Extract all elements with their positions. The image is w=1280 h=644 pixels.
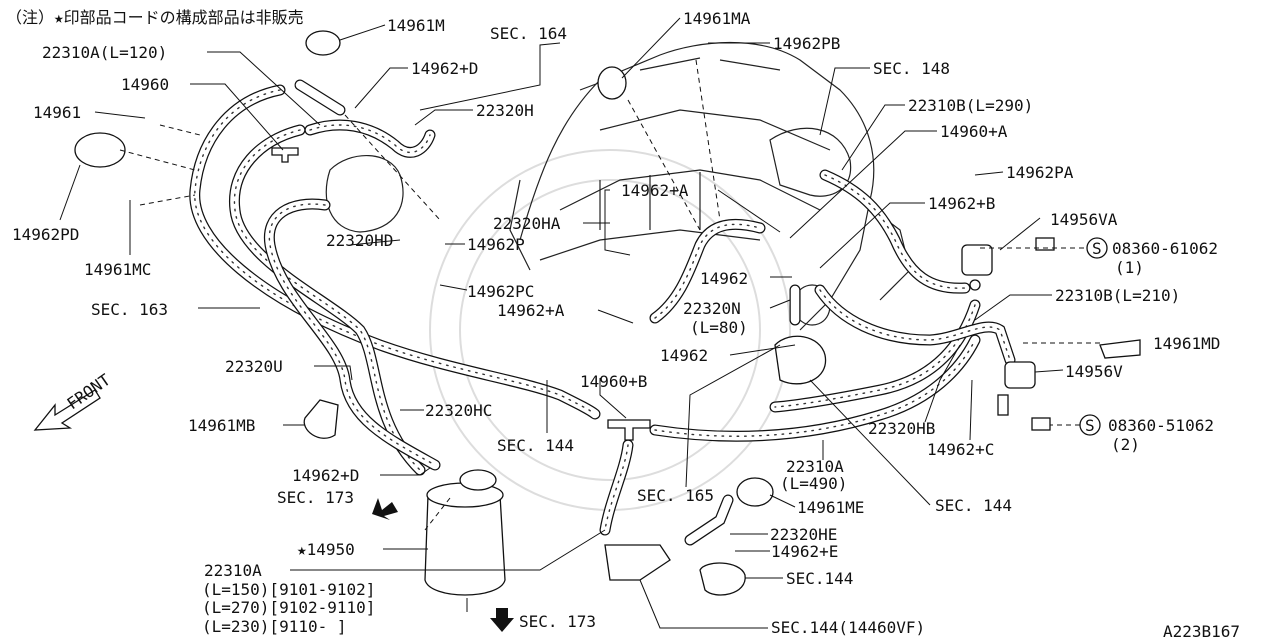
label-22320HA: 22320HA (493, 214, 561, 233)
label-22310B-290: 22310B(L=290) (908, 96, 1033, 115)
label-sec144-c: SEC.144 (786, 569, 853, 588)
label-22320H: 22320H (476, 101, 534, 120)
bolts (1031, 237, 1055, 431)
label-sec165: SEC. 165 (637, 486, 714, 505)
label-14961M: 14961M (387, 16, 445, 35)
label-22320U: 22320U (225, 357, 283, 376)
clamp-14962PD (74, 132, 126, 168)
label-bolt2: 08360-51062 (1108, 416, 1214, 435)
label-bolt1-qty: (1) (1115, 258, 1144, 277)
label-14961ME: 14961ME (797, 498, 864, 517)
three-way-connector-14960 (271, 147, 299, 163)
label-14962A-mid: 14962+A (497, 301, 565, 320)
s-mark-icon-2 (1079, 414, 1101, 436)
note-text: （注）★印部品コードの構成部品は非販売 (6, 8, 304, 27)
hose-22320HA (649, 218, 766, 324)
clamp-14961MA (597, 66, 627, 100)
label-14961MC: 14961MC (84, 260, 151, 279)
label-14962PB: 14962PB (773, 34, 840, 53)
hose-22320HE (684, 494, 734, 546)
hose-22320U (189, 84, 601, 420)
clamp-14961MD (1099, 339, 1141, 359)
label-14961MB: 14961MB (188, 416, 255, 435)
label-14962E: 14962+E (771, 542, 838, 561)
hose-22320HD (228, 124, 426, 476)
label-14962PA: 14962PA (1006, 163, 1074, 182)
label-sec144-b: SEC. 144 (935, 496, 1012, 515)
s-mark-icon-1 (1086, 237, 1108, 259)
label-sec164: SEC. 164 (490, 24, 567, 43)
leader-lines (59, 17, 1100, 629)
label-14961MA: 14961MA (683, 9, 751, 28)
label-22320N: 22320N (683, 299, 741, 318)
label-14962-a: 14962 (700, 269, 748, 288)
hose-22310B-210 (814, 284, 1016, 366)
hose-22310A-var (599, 439, 634, 536)
label-variant-1: (L=150)[9101-9102] (202, 580, 375, 599)
label-14962D-top: 14962+D (411, 59, 478, 78)
label-variant-3: (L=230)[9110- ] (202, 617, 347, 636)
bracket-sec144 (604, 544, 746, 596)
label-sec148: SEC. 148 (873, 59, 950, 78)
label-14962PC: 14962PC (467, 282, 534, 301)
label-22310A-490: 22310A (786, 457, 844, 476)
label-22320HD: 22320HD (326, 231, 393, 250)
label-22310A-var: 22310A (204, 561, 262, 580)
reservoir-tank-14950 (424, 469, 506, 612)
label-bolt1: 08360-61062 (1112, 239, 1218, 258)
label-variant-2: (L=270)[9102-9110] (202, 598, 375, 617)
label-22310A-490-len: (L=490) (780, 474, 847, 493)
s-mark-2: S (1085, 416, 1095, 435)
label-sec163: SEC. 163 (91, 300, 168, 319)
label-14956V: 14956V (1065, 362, 1123, 381)
label-sec144-a: SEC. 144 (497, 436, 574, 455)
label-14962PD: 14962PD (12, 225, 79, 244)
label-22320N-len: (L=80) (690, 318, 748, 337)
valve-14956VA (961, 244, 993, 291)
label-14960: 14960 (121, 75, 169, 94)
label-22310B-210: 22310B(L=210) (1055, 286, 1180, 305)
hose-22310B-290 (819, 169, 971, 294)
label-22320HE: 22320HE (770, 525, 837, 544)
label-14950: ★14950 (297, 540, 355, 559)
label-22320HC: 22320HC (425, 401, 492, 420)
label-bolt2-qty: (2) (1111, 435, 1140, 454)
arrow-down-icon (490, 608, 514, 632)
label-sec173-a: SEC. 173 (277, 488, 354, 507)
label-14960B: 14960+B (580, 372, 647, 391)
label-14956VA: 14956VA (1050, 210, 1118, 229)
label-14961: 14961 (33, 103, 81, 122)
label-14962-b: 14962 (660, 346, 708, 365)
label-22320HB: 22320HB (868, 419, 935, 438)
hose-22320HC (263, 198, 441, 471)
label-14962D-bot: 14962+D (292, 466, 359, 485)
three-way-connector-14960B (607, 419, 651, 441)
throttle-body-component (774, 335, 827, 385)
hose-22320HB (769, 299, 981, 413)
front-arrow-icon (33, 389, 101, 431)
clamp-14961ME (736, 477, 774, 507)
label-front: FRONT (63, 370, 114, 413)
figure-id: A223B167 (1163, 622, 1240, 639)
label-14961MD: 14961MD (1153, 334, 1220, 353)
s-mark-1: S (1092, 239, 1102, 258)
label-14962P: 14962P (467, 235, 525, 254)
label-22310A-120: 22310A(L=120) (42, 43, 167, 62)
label-14962C: 14962+C (927, 440, 994, 459)
label-sec173-b: SEC. 173 (519, 612, 596, 631)
label-sec144-d: SEC.144(14460VF) (771, 618, 925, 637)
label-14960A: 14960+A (940, 122, 1008, 141)
label-14962A-top: 14962+A (621, 181, 689, 200)
clamp-14961MB (303, 399, 339, 439)
arrow-left-icon (372, 498, 398, 520)
clamp-14961M (305, 30, 341, 56)
hose-22320H (304, 119, 436, 158)
hose-22310A-490 (649, 334, 981, 442)
valve-14956V (997, 361, 1036, 416)
hose-22310A-120 (294, 79, 346, 116)
label-14962B: 14962+B (928, 194, 995, 213)
